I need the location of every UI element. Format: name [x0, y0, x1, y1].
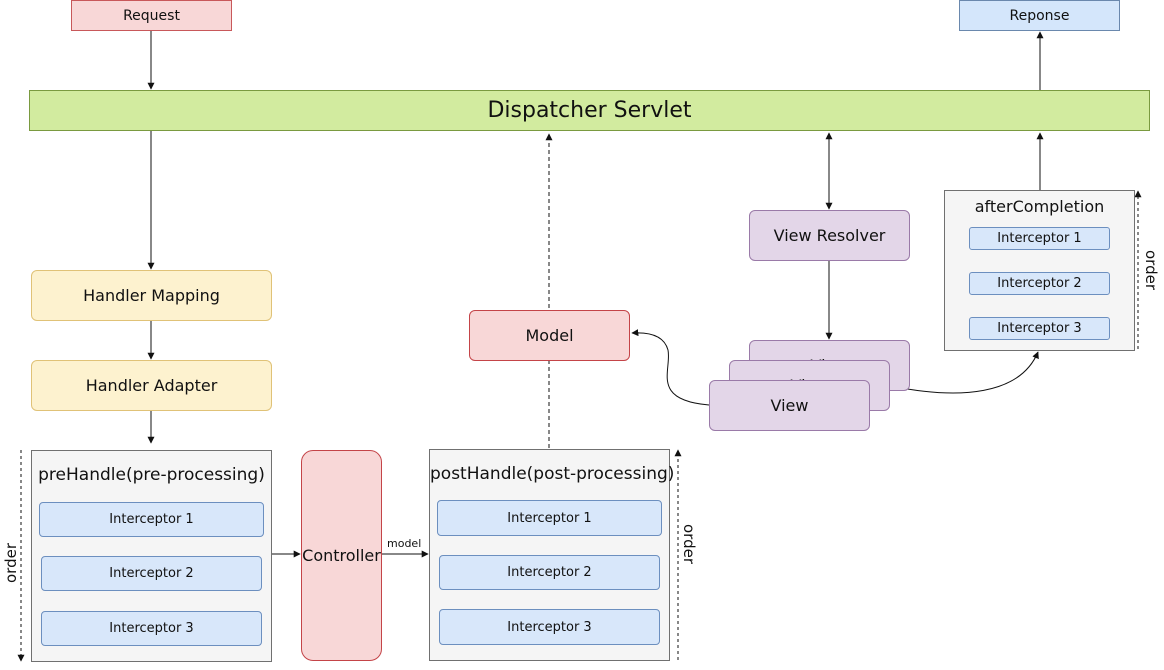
aftercompletion-title: afterCompletion	[974, 197, 1105, 216]
order-label-aftercompletion: order	[1142, 250, 1160, 290]
order-label-posthandle: order	[680, 524, 698, 564]
model-box: Model	[469, 310, 630, 361]
after-interceptor-2: Interceptor 2	[969, 272, 1110, 295]
pre-interceptor-3: Interceptor 3	[41, 611, 262, 646]
post-interceptor-2: Interceptor 2	[439, 555, 660, 590]
controller-box: Controller	[301, 450, 382, 661]
prehandle-title: preHandle(pre-processing)	[38, 465, 265, 485]
edge-view-model	[631, 329, 710, 406]
handler-mapping: Handler Mapping	[31, 270, 272, 321]
dispatcher-servlet: Dispatcher Servlet	[29, 90, 1150, 131]
handler-adapter: Handler Adapter	[31, 360, 272, 411]
post-interceptor-1: Interceptor 1	[437, 500, 662, 536]
post-interceptor-3: Interceptor 3	[439, 609, 660, 645]
request-box: Request	[71, 0, 232, 31]
after-interceptor-1: Interceptor 1	[969, 227, 1110, 250]
posthandle-title: postHandle(post-processing)	[430, 464, 675, 484]
edge-view-aftercompletion	[890, 351, 1039, 394]
order-label-prehandle: order	[2, 543, 20, 583]
view-resolver: View Resolver	[749, 210, 910, 261]
view-box-front: View	[709, 380, 870, 431]
after-interceptor-3: Interceptor 3	[969, 317, 1110, 340]
pre-interceptor-1: Interceptor 1	[39, 502, 264, 537]
model-edge-label: model	[387, 537, 422, 550]
response-box: Reponse	[959, 0, 1120, 31]
pre-interceptor-2: Interceptor 2	[41, 556, 262, 591]
